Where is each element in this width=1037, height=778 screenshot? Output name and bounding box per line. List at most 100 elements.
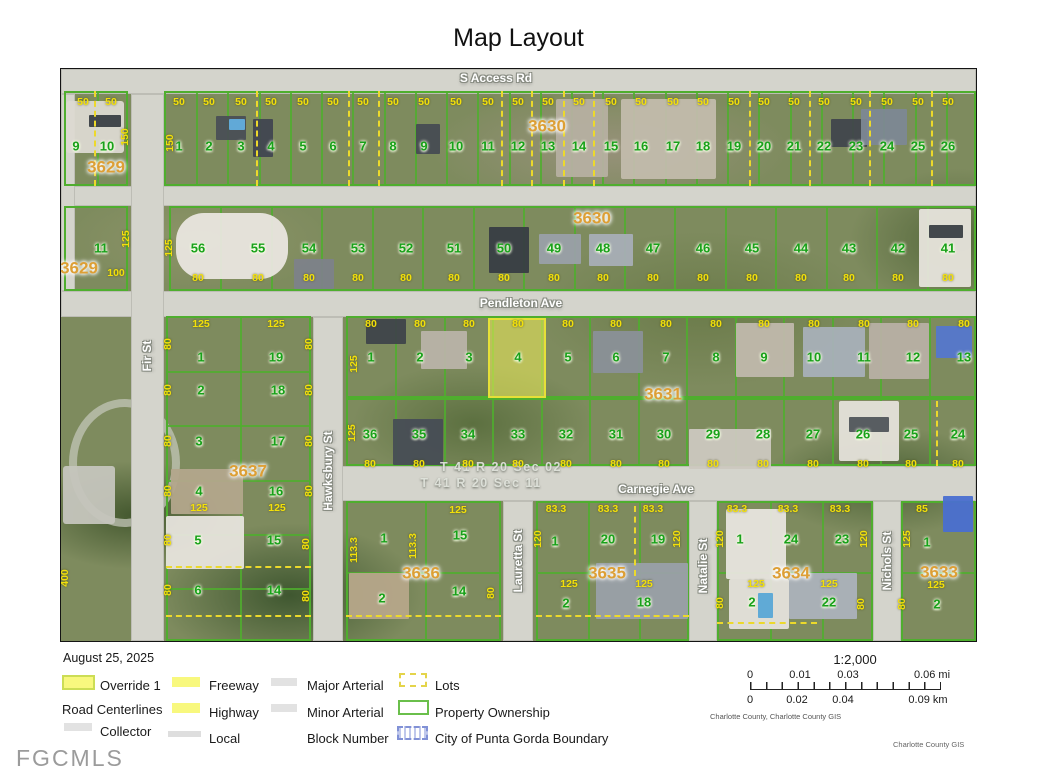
building	[294, 259, 334, 289]
dimension-label: 80	[746, 271, 758, 284]
dimension-label: 80	[658, 457, 670, 470]
building	[489, 227, 529, 273]
dimension-label: 83.3	[829, 502, 851, 515]
dimension-label: 83.3	[597, 502, 619, 515]
dimension-label: 125	[347, 355, 360, 373]
street-name-label: Nichols St	[880, 531, 894, 591]
scale-km-2: 0.04	[832, 694, 854, 706]
dimension-label: 80	[299, 538, 312, 550]
parcel-number-label: 14	[571, 138, 587, 154]
lot-line	[346, 615, 501, 617]
parcel-number-label: 22	[816, 138, 832, 154]
dimension-label: 80	[857, 457, 869, 470]
dimension-label: 50	[450, 95, 462, 108]
street-name-label: Carnegie Ave	[618, 482, 694, 496]
parcel-number-label: 2	[416, 349, 424, 365]
dimension-label: 50	[573, 95, 585, 108]
parcel-number-label: 5	[564, 349, 572, 365]
parcel-number-label: 34	[460, 426, 476, 442]
block-number-label: 3629	[60, 258, 98, 278]
loop-road	[69, 399, 180, 527]
lot-line	[166, 615, 311, 617]
building	[736, 323, 794, 377]
parcel-number-label: 22	[821, 594, 837, 610]
block-number-label: 3635	[588, 563, 626, 583]
dimension-label: 120	[713, 530, 726, 548]
parcel-number-label: 6	[194, 582, 202, 598]
parcel-number-label: 10	[448, 138, 464, 154]
lot-line	[749, 91, 751, 186]
lot-line	[256, 91, 258, 186]
legend-road-centerlines-label: Road Centerlines	[62, 702, 163, 717]
dimension-label: 85	[916, 502, 928, 515]
dimension-label: 50	[203, 95, 215, 108]
building	[689, 429, 771, 469]
parcel-number-label: 6	[329, 138, 337, 154]
highway-swatch	[172, 703, 200, 713]
parcel-number-label: 36	[362, 426, 378, 442]
dimension-label: 80	[302, 485, 315, 497]
parcel-number-label: 15	[452, 527, 468, 543]
block-number-label: 3630	[573, 208, 611, 228]
parcel-number-label: 55	[250, 240, 266, 256]
dimension-label: 125	[190, 501, 208, 514]
lot-line	[936, 401, 938, 466]
parcel-number-label: 17	[270, 433, 286, 449]
parcel-number-label: 20	[756, 138, 772, 154]
dimension-label: 50	[942, 95, 954, 108]
building	[393, 419, 443, 465]
parcel-number-label: 2	[205, 138, 213, 154]
dimension-label: 80	[161, 435, 174, 447]
dimension-label: 120	[670, 530, 683, 548]
lot-line	[869, 91, 871, 186]
parcel-number-label: 3	[195, 433, 203, 449]
parcel-number-label: 17	[665, 138, 681, 154]
parcel-number-label: 2	[197, 382, 205, 398]
parcel-number-label: 43	[841, 240, 857, 256]
parcel-number-label: 1	[197, 349, 205, 365]
section-township-label: T 41 R 20 Sec 11	[420, 475, 542, 490]
dimension-label: 80	[958, 317, 970, 330]
dimension-label: 80	[697, 271, 709, 284]
dimension-label: 80	[807, 457, 819, 470]
dimension-label: 80	[562, 317, 574, 330]
dimension-label: 125	[747, 577, 765, 590]
scale-mi-2: 0.03	[837, 669, 859, 681]
parcel-number-label: 42	[890, 240, 906, 256]
parcel-number-label: 47	[645, 240, 661, 256]
parcel-block	[64, 206, 128, 291]
parcel-number-label: 12	[510, 138, 526, 154]
dimension-label: 113.3	[347, 537, 360, 563]
dimension-label: 80	[365, 317, 377, 330]
fgcmls-watermark: FGCMLS	[16, 745, 124, 771]
dimension-label: 125	[820, 577, 838, 590]
lot-line	[501, 91, 503, 186]
scale-bar	[750, 682, 941, 690]
dimension-label: 80	[757, 457, 769, 470]
dimension-label: 125	[449, 503, 467, 516]
parcel-number-label: 9	[72, 138, 80, 154]
block-number-label: 3637	[229, 461, 267, 481]
road	[873, 501, 901, 641]
parcel-block	[346, 501, 501, 641]
building	[726, 509, 786, 579]
scale-mi-3: 0.06 mi	[913, 669, 951, 681]
legend-property-ownership-label: Property Ownership	[435, 705, 550, 720]
dimension-label: 80	[400, 271, 412, 284]
dimension-label: 50	[387, 95, 399, 108]
dimension-label: 80	[462, 457, 474, 470]
section-township-label: T 41 R 20 Sec 02	[440, 459, 562, 474]
dimension-label: 80	[710, 317, 722, 330]
parcel-number-label: 23	[834, 531, 850, 547]
dimension-label: 113.3	[406, 533, 419, 559]
dimension-label: 50	[758, 95, 770, 108]
parcel-number-label: 25	[910, 138, 926, 154]
street-name-label: Natalie St	[696, 538, 710, 594]
road	[61, 291, 976, 317]
parcel-number-label: 28	[755, 426, 771, 442]
parcel-number-label: 9	[760, 349, 768, 365]
dimension-label: 83.3	[726, 502, 748, 515]
dimension-label: 80	[952, 457, 964, 470]
dimension-label: 50	[418, 95, 430, 108]
